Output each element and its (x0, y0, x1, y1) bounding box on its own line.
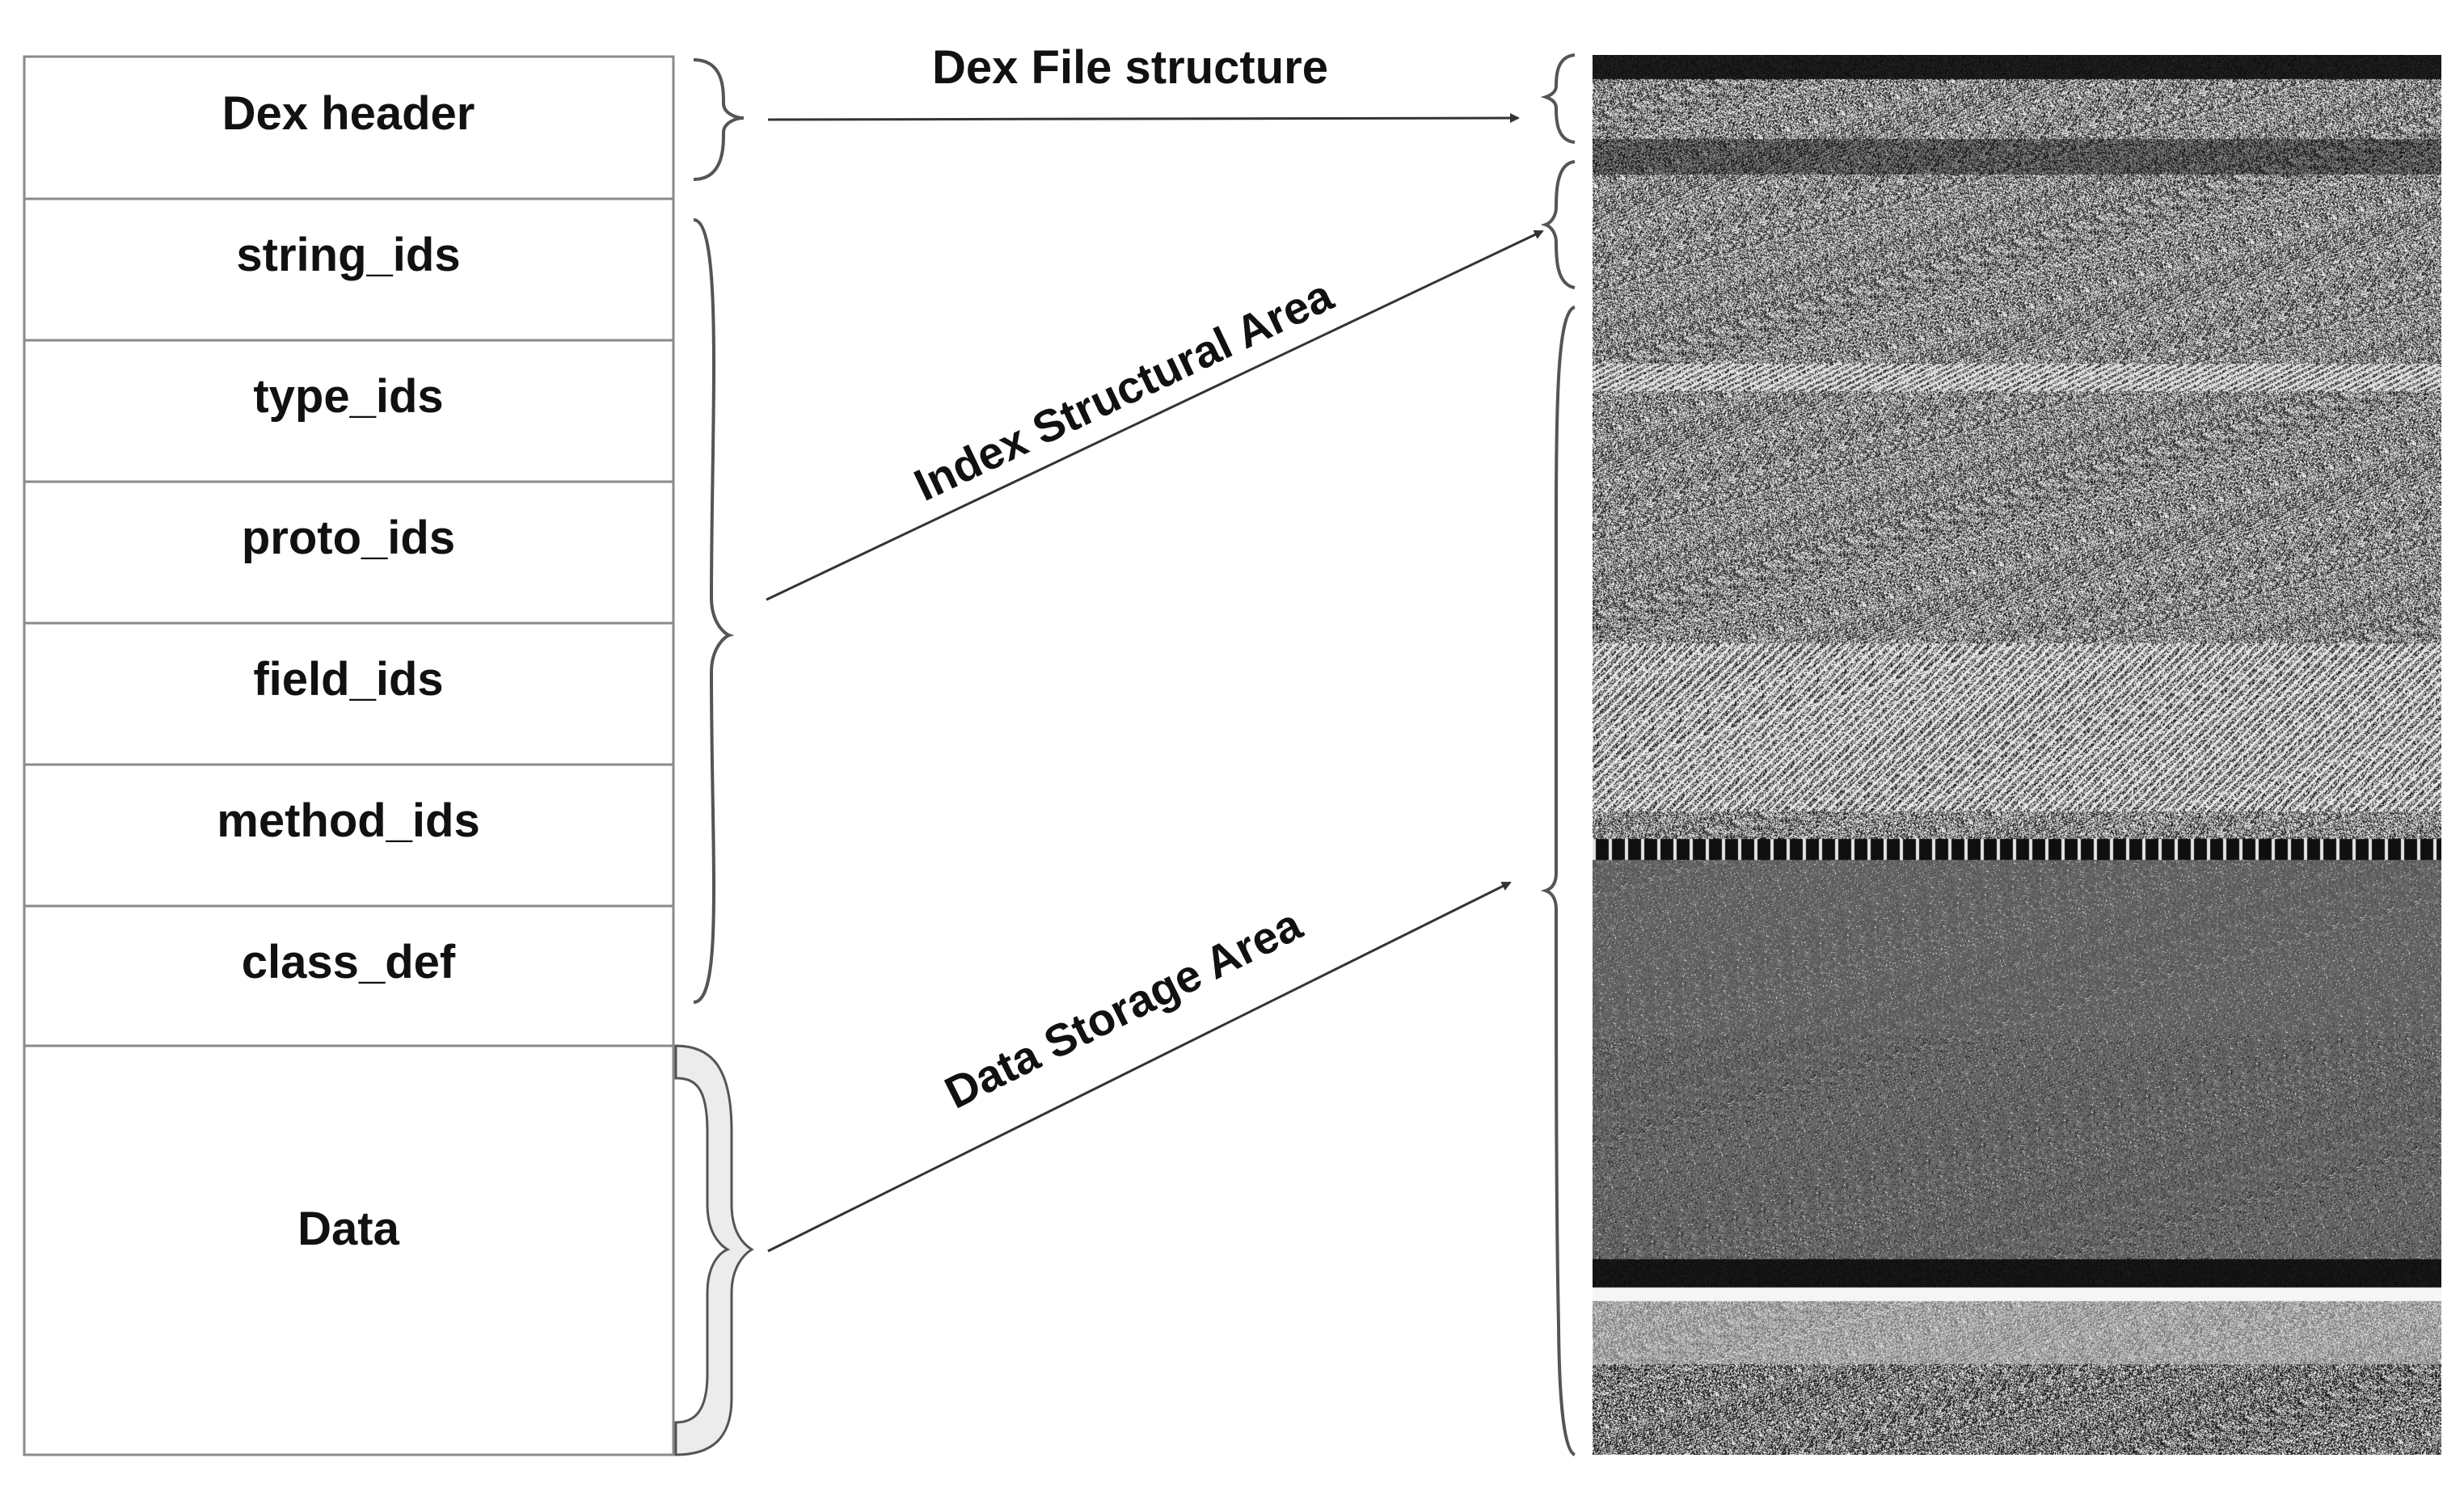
index-area-label: Index Structural Area (906, 269, 1341, 511)
section-box-type-ids (23, 339, 675, 483)
section-label-string-ids: string_ids (236, 229, 460, 281)
section-box-dex-header (23, 55, 675, 200)
section-label-proto-ids: proto_ids (242, 512, 455, 564)
diagram-title: Dex File structure (932, 41, 1328, 94)
section-box-class-def (23, 904, 675, 1047)
dex-binary-texture-image (1593, 55, 2441, 1455)
section-box-data (23, 1044, 675, 1456)
brace-dex-header (693, 58, 745, 181)
section-label-class-def: class_def (242, 936, 456, 988)
brace-right-index (1540, 160, 1576, 289)
section-box-proto-ids (23, 480, 675, 625)
brace-right-data (1540, 306, 1576, 1456)
dex-sections-table: Dex header string_ids type_ids proto_ids… (23, 55, 675, 1456)
section-label-data: Data (297, 1203, 399, 1255)
data-area-label: Data Storage Area (937, 898, 1310, 1118)
section-label-field-ids: field_ids (253, 653, 443, 706)
arrow-index-area (766, 230, 1544, 601)
brace-data-section (674, 1044, 754, 1456)
section-box-string-ids (23, 197, 675, 342)
arrow-header (767, 113, 1520, 124)
brace-right-header (1540, 53, 1576, 144)
section-label-type-ids: type_ids (253, 370, 443, 423)
section-label-method-ids: method_ids (217, 794, 480, 847)
brace-index-sections (693, 218, 735, 1004)
arrow-data-area (767, 881, 1512, 1253)
section-label-dex-header: Dex header (222, 87, 475, 140)
